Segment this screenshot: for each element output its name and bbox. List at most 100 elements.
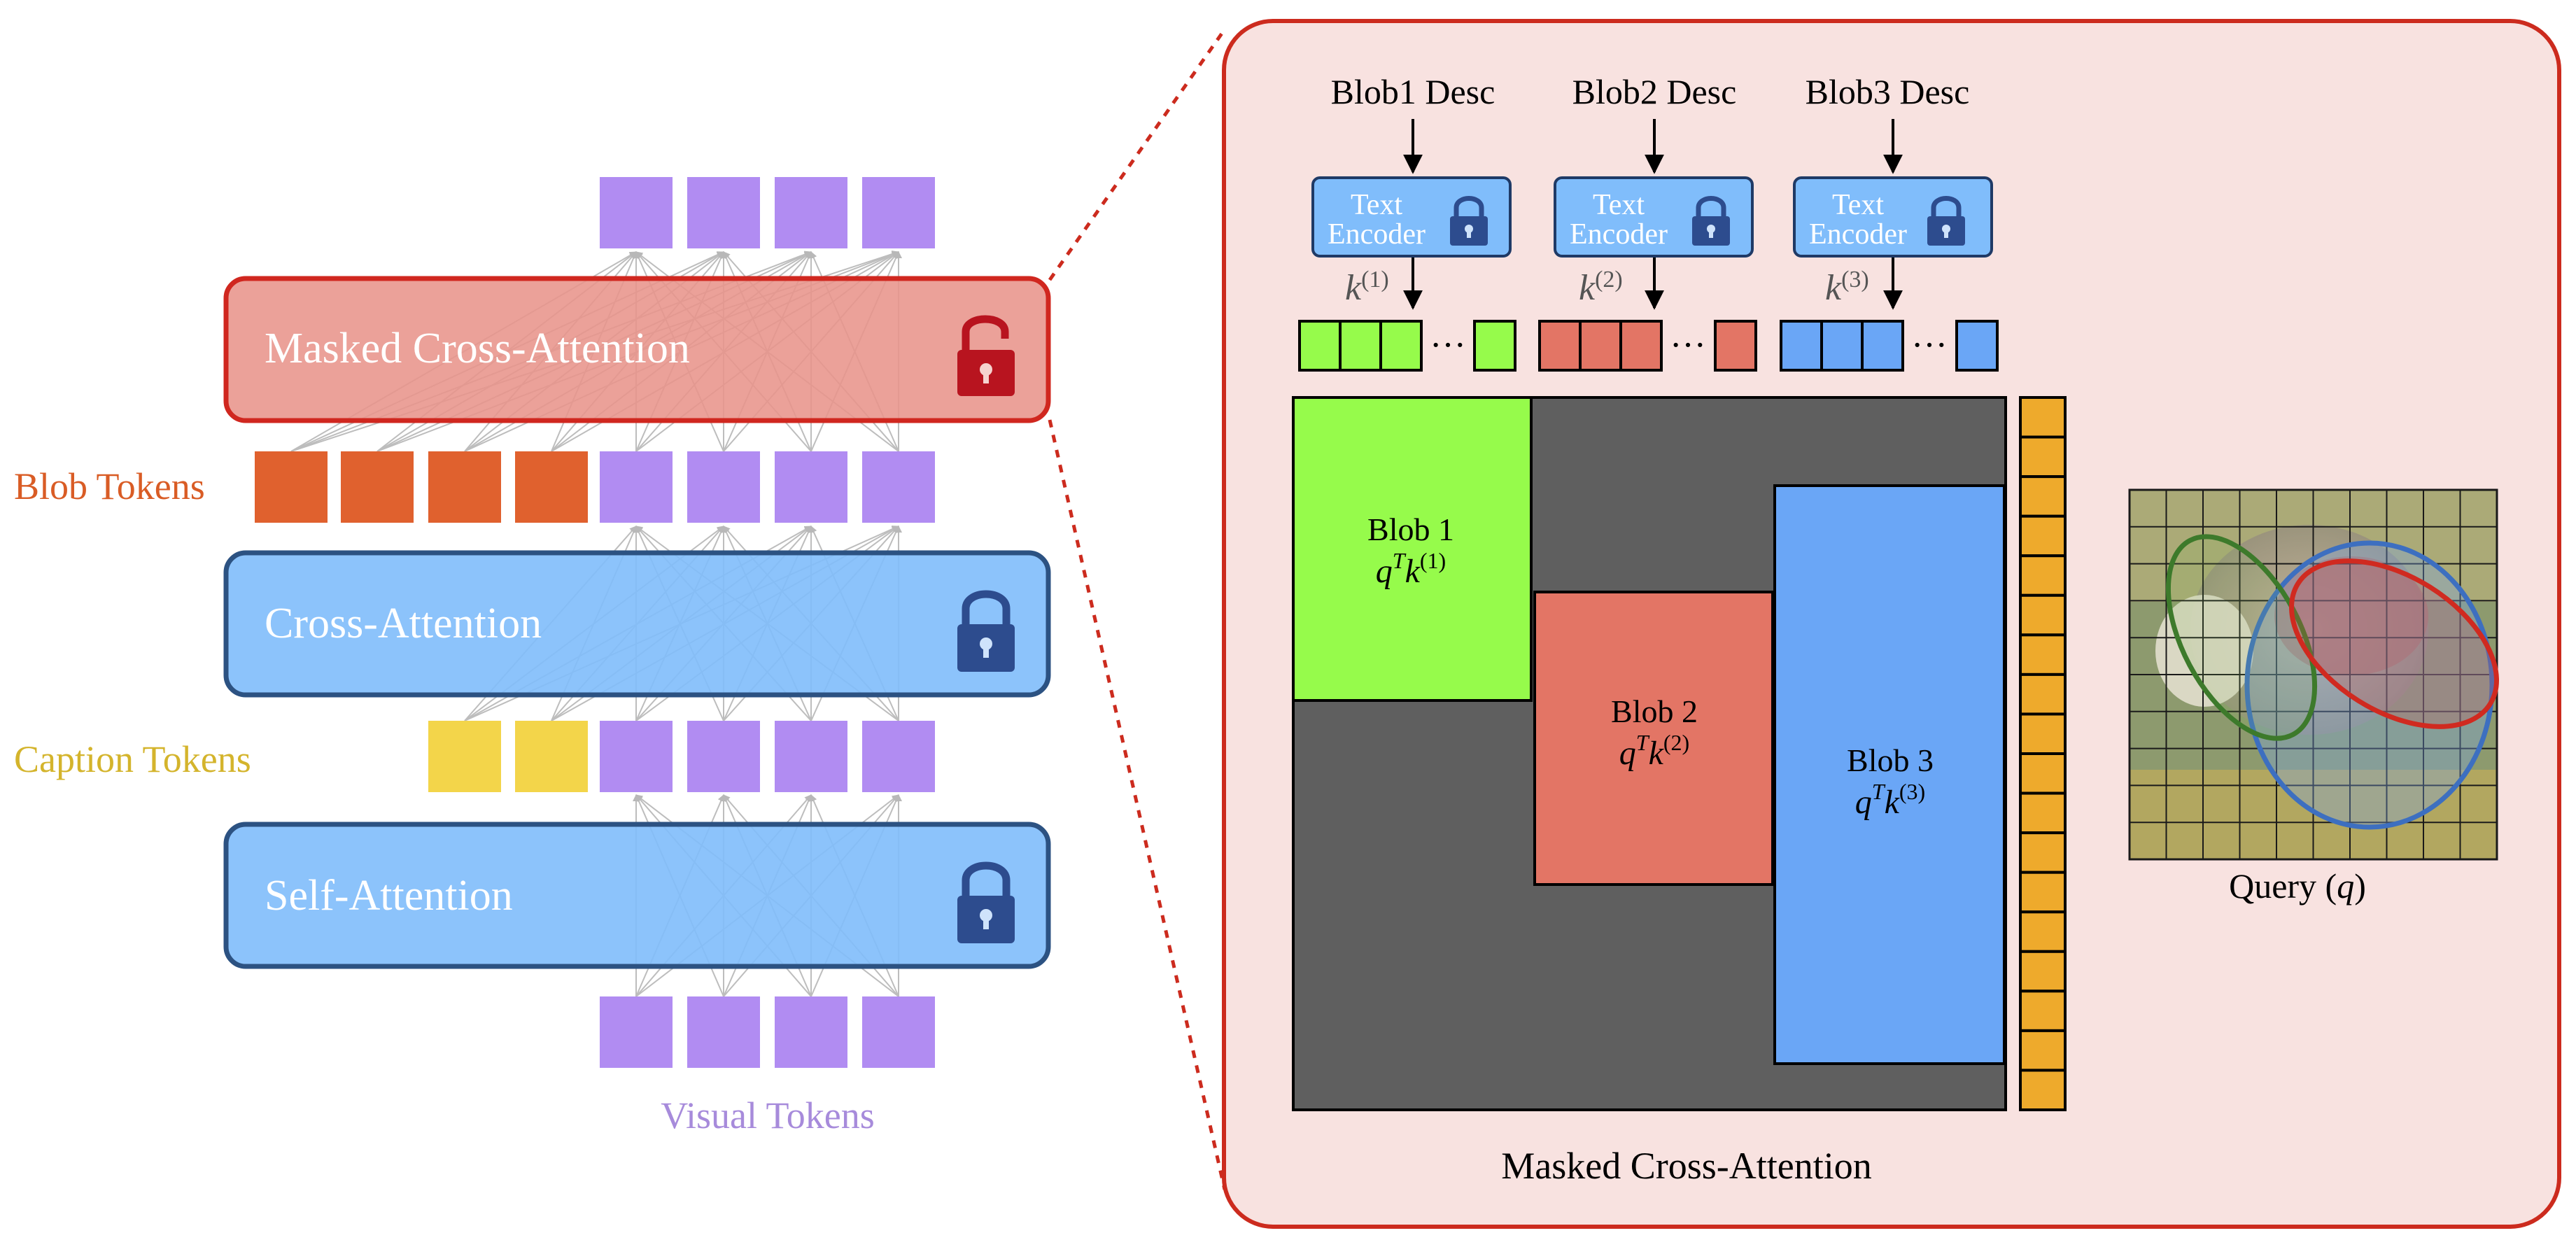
encoder-text-line1: Text xyxy=(1593,189,1645,221)
masked-cross-attention-block: Masked Cross-Attention xyxy=(223,276,1051,423)
encoder-text-line1: Text xyxy=(1351,189,1402,221)
lock-icon xyxy=(1927,196,1965,246)
query-token xyxy=(2019,910,2067,953)
caption-tokens-row xyxy=(428,721,935,792)
key-label: k(2) xyxy=(1579,267,1623,308)
blob-3-ellipse xyxy=(2244,540,2495,830)
blob-desc-label: Blob1 Desc xyxy=(1331,72,1495,111)
ellipsis: ··· xyxy=(1670,325,1706,365)
query-token xyxy=(2019,514,2067,558)
blob-desc-1: Blob1 Desc Text Encoder k(1) xyxy=(1311,72,1512,310)
blob-tokens-row xyxy=(255,451,935,523)
encoder-text-line1: Text xyxy=(1832,189,1884,221)
query-token xyxy=(2019,593,2067,637)
encoder-text-line2: Encoder xyxy=(1809,218,1907,251)
attention-mask-matrix: Blob 1 qTk(1) Blob 2 qTk(2) Blob 3 qTk(3… xyxy=(1292,396,2007,1111)
visual-token xyxy=(862,177,935,248)
zoom-line-bottom xyxy=(1048,419,1227,1190)
visual-token xyxy=(862,451,935,523)
encoder-text-line2: Encoder xyxy=(1328,218,1426,251)
key-tokens-blob2 xyxy=(1538,320,1757,372)
blob-formula: qTk(3) xyxy=(1855,779,1925,821)
query-token xyxy=(2019,475,2067,518)
query-token xyxy=(2019,831,2067,874)
query-image xyxy=(2128,488,2500,861)
visual-tokens-label: Visual Tokens xyxy=(661,1094,874,1136)
blob-2-region: Blob 2 qTk(2) xyxy=(1533,591,1774,886)
visual-token xyxy=(775,451,847,523)
caption-tokens-label: Caption Tokens xyxy=(14,738,251,780)
blob-title: Blob 2 xyxy=(1611,693,1698,729)
blob-3-region: Blob 3 qTk(3) xyxy=(1773,484,2006,1065)
key-label: k(1) xyxy=(1345,267,1389,308)
query-label: Query (q) xyxy=(2229,866,2366,906)
visual-token xyxy=(600,996,673,1068)
query-token xyxy=(2019,989,2067,1032)
visual-token xyxy=(687,177,760,248)
visual-token xyxy=(687,451,760,523)
query-token xyxy=(2019,1069,2067,1112)
text-encoder-3: Text Encoder xyxy=(1793,176,1993,258)
visual-token xyxy=(600,451,673,523)
visual-token xyxy=(862,996,935,1068)
query-token xyxy=(2019,752,2067,795)
cross-attention-block: Cross-Attention xyxy=(223,550,1051,698)
blob-title: Blob 3 xyxy=(1847,742,1934,778)
query-token xyxy=(2019,1029,2067,1072)
visual-token xyxy=(600,721,673,792)
blob-formula: qTk(1) xyxy=(1376,548,1446,590)
blob-token xyxy=(255,451,328,523)
blob-desc-3: Blob3 Desc Text Encoder k(3) xyxy=(1793,72,1993,310)
visual-token xyxy=(687,996,760,1068)
lock-icon xyxy=(1450,196,1488,246)
visual-token xyxy=(775,721,847,792)
caption-token xyxy=(515,721,588,792)
visual-token xyxy=(775,177,847,248)
blob-tokens-label: Blob Tokens xyxy=(14,465,205,507)
query-token xyxy=(2019,672,2067,716)
key-tokens-blob3 xyxy=(1780,320,1999,372)
key-label: k(3) xyxy=(1825,267,1869,308)
blob-2-ellipse xyxy=(2288,558,2500,729)
query-token xyxy=(2019,554,2067,597)
self-attention-block: Self-Attention xyxy=(223,822,1051,969)
lock-icon xyxy=(957,590,1015,672)
lock-icon xyxy=(1692,196,1730,246)
caption-token xyxy=(428,721,501,792)
input-visual-tokens xyxy=(600,996,935,1068)
ellipsis: ··· xyxy=(1911,325,1948,365)
text-encoder-2: Text Encoder xyxy=(1554,176,1754,258)
blob-1-region: Blob 1 qTk(1) xyxy=(1292,396,1533,702)
blob-token xyxy=(341,451,414,523)
query-token xyxy=(2019,712,2067,756)
ellipsis: ··· xyxy=(1430,325,1466,365)
query-token xyxy=(2019,396,2067,439)
blob-desc-2: Blob2 Desc Text Encoder k(2) xyxy=(1554,72,1754,310)
output-visual-tokens xyxy=(600,177,935,248)
blob-formula: qTk(2) xyxy=(1619,730,1689,772)
query-token xyxy=(2019,950,2067,993)
masked-cross-attention-caption: Masked Cross-Attention xyxy=(1501,1145,1871,1187)
zoom-line-top xyxy=(1048,28,1227,281)
query-token-column xyxy=(2019,396,2067,1112)
query-token xyxy=(2019,435,2067,479)
unlock-icon xyxy=(957,315,1015,396)
cross-block-label: Cross-Attention xyxy=(265,600,542,647)
lock-icon xyxy=(957,861,1015,943)
visual-token xyxy=(862,721,935,792)
query-token xyxy=(2019,633,2067,676)
key-tokens-blob1 xyxy=(1298,320,1516,372)
blob-token xyxy=(428,451,501,523)
visual-token xyxy=(600,177,673,248)
blob-title: Blob 1 xyxy=(1367,512,1454,547)
encoder-text-line2: Encoder xyxy=(1570,218,1668,251)
blob-desc-label: Blob2 Desc xyxy=(1572,72,1737,111)
masked-block-label: Masked Cross-Attention xyxy=(265,325,690,372)
blob-desc-label: Blob3 Desc xyxy=(1806,72,1970,111)
text-encoder-1: Text Encoder xyxy=(1311,176,1512,258)
visual-token xyxy=(687,721,760,792)
visual-token xyxy=(775,996,847,1068)
self-block-label: Self-Attention xyxy=(265,872,513,920)
query-token xyxy=(2019,871,2067,914)
